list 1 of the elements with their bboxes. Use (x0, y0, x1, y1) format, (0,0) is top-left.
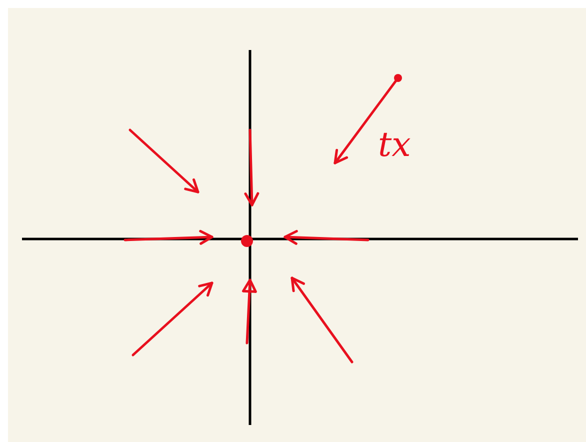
variable-label: tx (378, 128, 411, 162)
